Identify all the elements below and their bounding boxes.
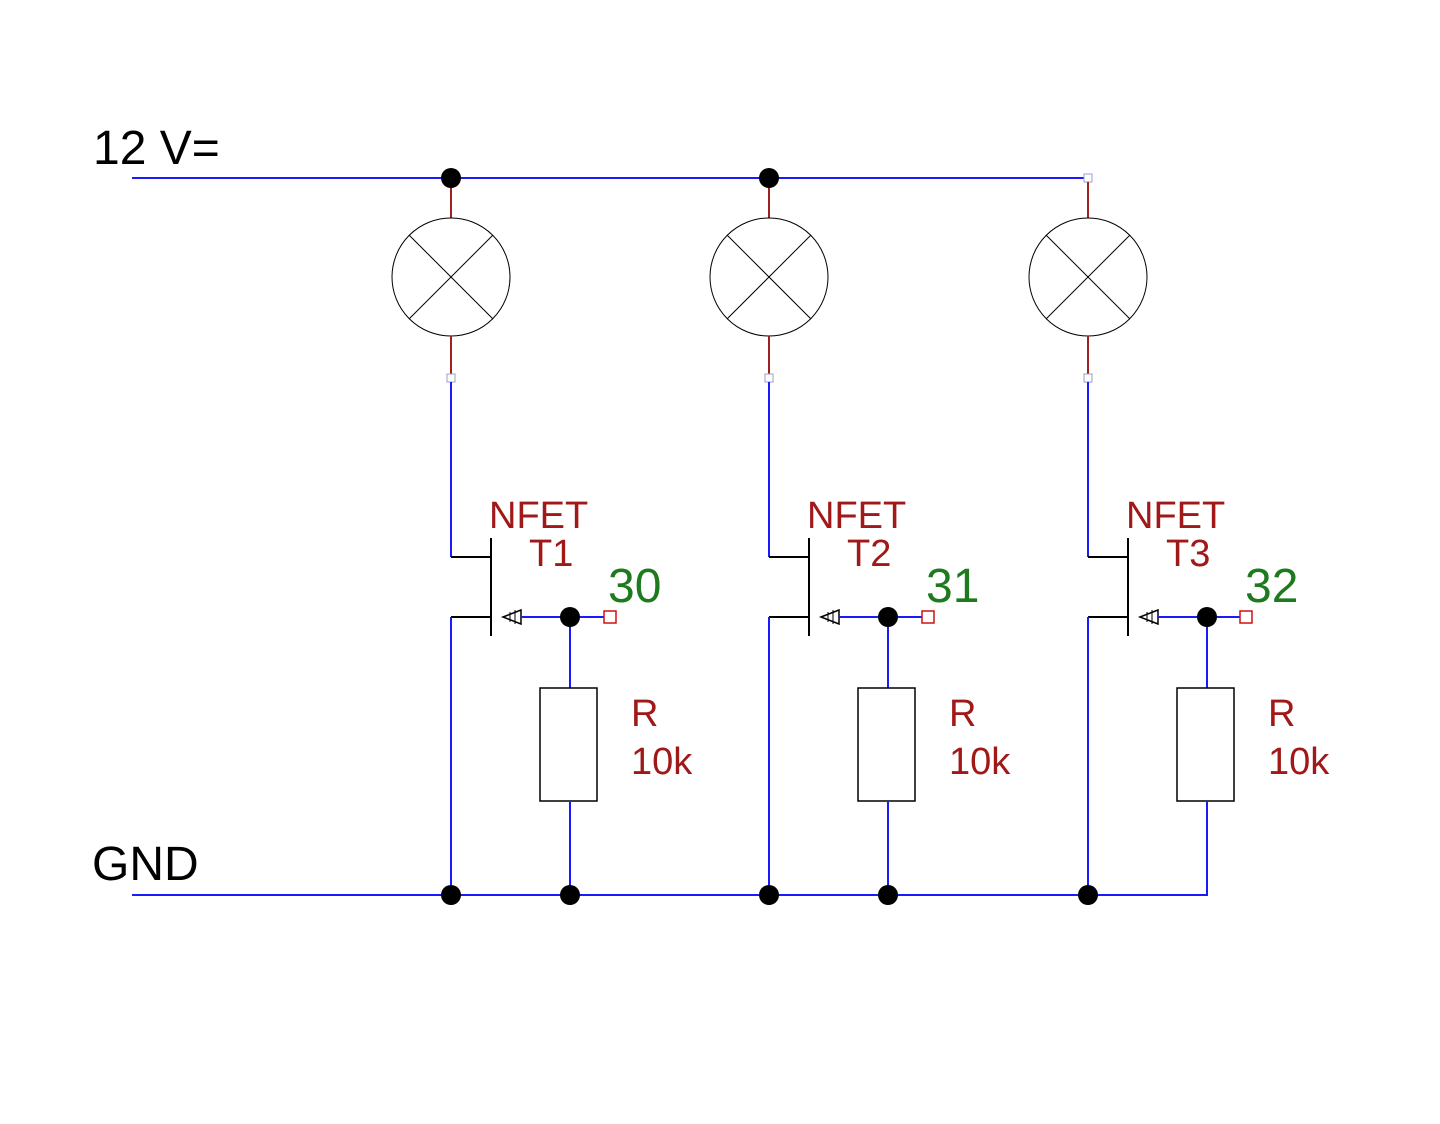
- junction-dot: [878, 885, 898, 905]
- nfet-t2: NFET T2: [768, 495, 906, 895]
- supply-net-label: 12 V=: [93, 122, 220, 175]
- input-port-30-terminal[interactable]: [603, 610, 617, 624]
- resistor-1-body: [539, 687, 598, 802]
- resistor-2-value: 10k: [949, 741, 1011, 783]
- resistor-1-value: 10k: [631, 741, 693, 783]
- input-port-30-label: 30: [608, 560, 661, 613]
- input-port-32-terminal[interactable]: [1239, 610, 1253, 624]
- nfet-t1-ref: T1: [529, 533, 573, 575]
- lamp-2: [709, 178, 829, 383]
- resistor-3-ref: R: [1268, 693, 1295, 735]
- junction-dot: [1078, 885, 1098, 905]
- nfet-t2-ref: T2: [847, 533, 891, 575]
- resistor-2-ref: R: [949, 693, 976, 735]
- nfet-t2-type: NFET: [807, 495, 906, 537]
- input-port-31-label: 31: [926, 560, 979, 613]
- stage-2: NFET T2 31 R 10k: [709, 168, 1011, 905]
- nfet-t3-ref: T3: [1166, 533, 1210, 575]
- junction-dot: [560, 607, 580, 627]
- junction-dot: [759, 885, 779, 905]
- resistor-2: R 10k: [857, 617, 1011, 895]
- junction-dot: [441, 885, 461, 905]
- junction-dot: [560, 885, 580, 905]
- resistor-3-value: 10k: [1268, 741, 1330, 783]
- resistor-3: R 10k: [1176, 617, 1330, 895]
- input-port-32-label: 32: [1245, 560, 1298, 613]
- stage-3: NFET T3 32 R 10k: [1028, 173, 1330, 905]
- nfet-t3: NFET T3: [1087, 495, 1225, 895]
- nfet-t1-type: NFET: [489, 495, 588, 537]
- resistor-1-ref: R: [631, 693, 658, 735]
- resistor-2-body: [857, 687, 916, 802]
- lamp-1: [391, 178, 511, 383]
- junction-dot: [441, 168, 461, 188]
- lamp-3: [1028, 173, 1148, 383]
- nfet-t1: NFET T1: [450, 495, 588, 895]
- resistor-3-body: [1176, 687, 1235, 802]
- ground-net-label: GND: [92, 838, 199, 891]
- junction-dot: [759, 168, 779, 188]
- junction-dot: [1197, 607, 1217, 627]
- junction-dot: [878, 607, 898, 627]
- resistor-1: R 10k: [539, 617, 693, 895]
- nfet-t3-type: NFET: [1126, 495, 1225, 537]
- stage-1: NFET T1 30 R 10k: [391, 168, 693, 905]
- input-port-31-terminal[interactable]: [921, 610, 935, 624]
